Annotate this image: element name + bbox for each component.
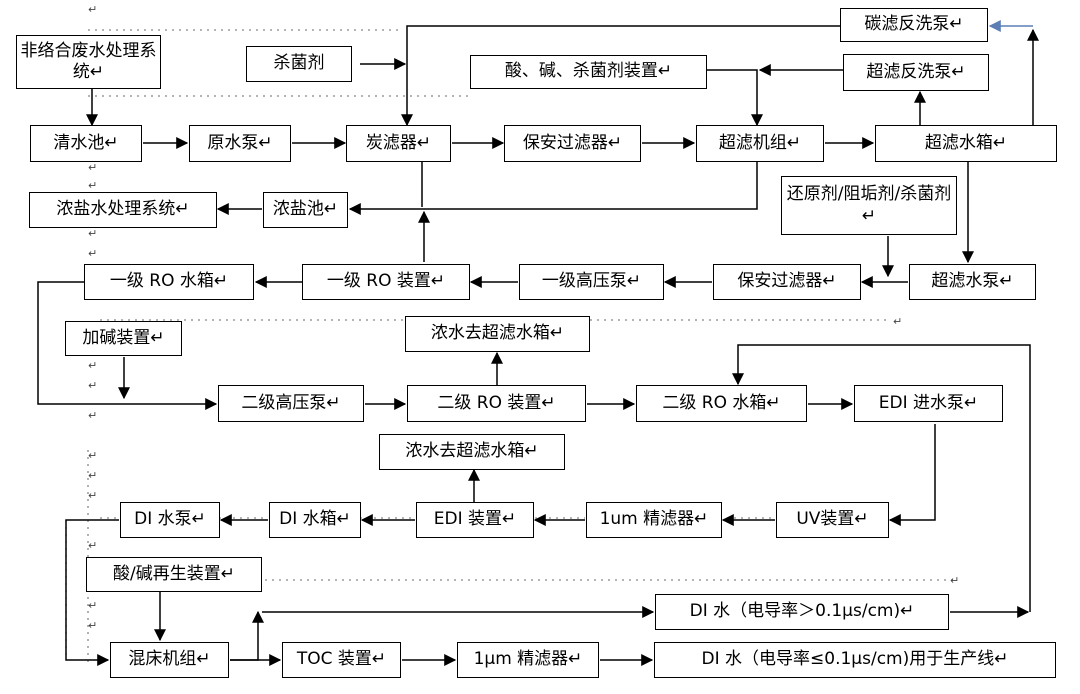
flow-return-to-ro2tank [732, 344, 1031, 612]
node-hp-pump-1: 一级高压泵↵ [519, 264, 664, 300]
node-brine-treatment-system: 浓盐水处理系统↵ [29, 192, 217, 228]
flow-uf-to-brine [348, 162, 758, 215]
paragraph-mark: ↵ [88, 227, 98, 240]
node-uf-water-pump: 超滤水泵↵ [909, 264, 1036, 300]
node-carbon-filter: 炭滤器↵ [346, 125, 451, 162]
node-mixed-bed-unit: 混床机组↵ [110, 642, 229, 678]
node-uf-tank: 超滤水箱↵ [875, 125, 1057, 162]
flow-mixedbed-branch [230, 610, 264, 661]
paragraph-mark: ↵ [950, 574, 960, 587]
paragraph-mark: ↵ [88, 409, 98, 422]
node-hp-pump-2: 二级高压泵↵ [218, 385, 364, 422]
paragraph-mark: ↵ [88, 247, 98, 260]
flow-dipump-to-mixedbed [65, 519, 119, 666]
node-concentrate-to-uf-tank-1: 浓水去超滤水箱↵ [405, 316, 590, 352]
node-edi-device: EDI 装置↵ [416, 502, 534, 538]
paragraph-mark: ↵ [88, 359, 98, 372]
node-uv-device: UV装置↵ [776, 502, 889, 538]
paragraph-mark: ↵ [88, 619, 98, 632]
node-security-filter-2: 保安过滤器↵ [713, 264, 861, 300]
paragraph-mark: ↵ [88, 469, 98, 482]
node-ro2-tank: 二级 RO 水箱↵ [636, 385, 807, 422]
node-reductant-dosing: 还原剂/阻垢剂/杀菌剂↵ [781, 176, 957, 235]
flow-ro1tank-to-hp2 [37, 281, 218, 410]
flow-edipump-to-uv [888, 424, 936, 526]
node-fine-filter-1um: 1um 精滤器↵ [586, 502, 722, 538]
node-edi-feed-pump: EDI 进水泵↵ [854, 385, 1003, 422]
paragraph-mark: ↵ [88, 539, 98, 552]
paragraph-mark: ↵ [88, 161, 98, 174]
paragraph-mark: ↵ [893, 315, 903, 328]
node-bactericide: 杀菌剂 [246, 46, 352, 82]
node-di-water-pump: DI 水泵↵ [120, 502, 220, 538]
flow-tansu-backwash-to-carbon [401, 25, 840, 127]
node-uf-unit: 超滤机组↵ [696, 125, 824, 162]
node-fine-filter-1um-2: 1μm 精滤器↵ [457, 642, 599, 678]
connectors [37, 25, 1039, 666]
paragraph-mark: ↵ [88, 599, 98, 612]
flow-dosing-to-uf [707, 69, 763, 127]
paragraph-mark: ↵ [88, 3, 98, 16]
node-concentrate-to-uf-tank-2: 浓水去超滤水箱↵ [379, 434, 565, 470]
node-alkali-dosing: 加碱装置↵ [65, 321, 182, 356]
node-raw-water-pump: 原水泵↵ [189, 125, 291, 162]
node-clear-water-pool: 清水池↵ [30, 125, 142, 162]
paragraph-mark: ↵ [88, 489, 98, 502]
node-di-water-production: DI 水（电导率≤0.1μs/cm)用于生产线↵ [654, 642, 1056, 678]
node-uf-backwash-pump: 超滤反洗泵↵ [843, 54, 989, 91]
node-brine-pool: 浓盐池↵ [263, 192, 348, 228]
node-ro1-device: 一级 RO 装置↵ [302, 264, 470, 300]
node-tansu-backwash-pump: 碳滤反洗泵↵ [840, 8, 988, 42]
node-di-water-return: DI 水（电导率＞0.1μs/cm)↵ [655, 594, 949, 630]
node-toc-device: TOC 装置↵ [282, 642, 401, 678]
paragraph-mark: ↵ [88, 449, 98, 462]
paragraph-mark: ↵ [88, 379, 98, 392]
node-acid-base-dosing: 酸、碱、杀菌剂装置↵ [470, 55, 707, 89]
node-ro1-tank: 一级 RO 水箱↵ [84, 264, 254, 300]
paragraph-mark: ↵ [88, 179, 98, 192]
node-di-water-tank: DI 水箱↵ [269, 502, 361, 538]
node-ro2-device: 二级 RO 装置↵ [407, 385, 586, 422]
node-security-filter-1: 保安过滤器↵ [504, 125, 641, 162]
node-acid-base-regen: 酸/碱再生装置↵ [86, 557, 262, 592]
node-non-complex-waste-system: 非络合废水处理系统↵ [16, 35, 161, 89]
